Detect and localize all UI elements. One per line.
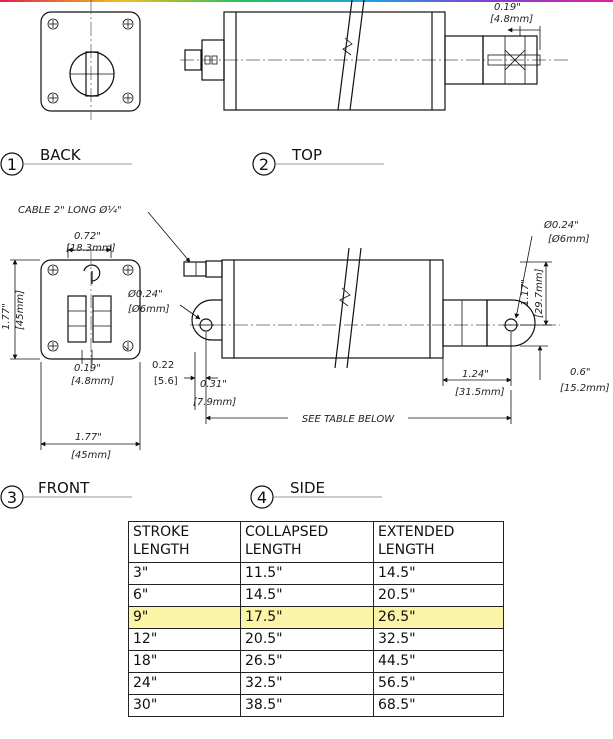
dim-front-h177-in: 1.77" — [1, 303, 12, 330]
dim-side-124-mm: [31.5mm] — [455, 387, 505, 398]
dim-side-hole-left-in: Ø0.24" — [127, 288, 163, 300]
top-view — [180, 0, 570, 111]
cell-extended: 14.5" — [373, 562, 504, 585]
view-number: 1 — [7, 155, 17, 174]
side-view — [179, 235, 560, 424]
cell-collapsed: 14.5" — [240, 584, 374, 607]
cell-stroke: 24" — [128, 672, 241, 695]
dim-front-w177-mm: [45mm] — [71, 450, 111, 461]
dim-front-w177-in: 1.77" — [75, 432, 102, 443]
view-label-front: 3 FRONT — [0, 479, 132, 509]
dim-side-022-mm: [5.6] — [154, 376, 178, 387]
dim-side-031-in: 0.31" — [200, 379, 227, 390]
cell-stroke: 30" — [128, 694, 241, 717]
dim-side-117-in: 1.17" — [520, 279, 531, 306]
view-title: TOP — [291, 146, 322, 164]
cell-extended: 56.5" — [373, 672, 504, 695]
cell-stroke: 18" — [128, 650, 241, 673]
view-label-back: 1 BACK — [0, 146, 132, 176]
cell-stroke: 9" — [128, 606, 241, 629]
cell-extended: 20.5" — [373, 584, 504, 607]
screw-icon — [122, 92, 134, 104]
view-title: FRONT — [38, 479, 90, 497]
cell-extended: 32.5" — [373, 628, 504, 651]
table-row: 6"14.5"20.5" — [128, 584, 504, 607]
view-label-side: 4 SIDE — [250, 479, 382, 509]
screw-icon — [122, 340, 134, 352]
dim-side-117-mm: [29.7mm] — [534, 268, 545, 318]
cell-collapsed: 38.5" — [240, 694, 374, 717]
dim-top-pin-mm: [4.8mm] — [490, 14, 533, 25]
view-title: BACK — [40, 146, 82, 164]
view-number: 4 — [257, 488, 267, 507]
front-view — [10, 244, 141, 450]
screw-icon — [47, 18, 59, 30]
dim-side-hole-right-in: Ø0.24" — [543, 219, 579, 231]
cell-collapsed: 11.5" — [240, 562, 374, 585]
dim-side-124-in: 1.24" — [462, 369, 489, 380]
screw-icon — [47, 264, 59, 276]
cable-callout: CABLE 2" LONG Ø¼" — [18, 204, 122, 216]
dim-front-072-mm: [18.3mm] — [66, 243, 116, 254]
dim-side-hole-left-mm: [Ø6mm] — [128, 303, 170, 315]
table-row-highlighted: 9"17.5"26.5" — [128, 606, 504, 629]
table-row: 30"38.5"68.5" — [128, 694, 504, 717]
cell-extended: 44.5" — [373, 650, 504, 673]
view-title: SIDE — [290, 479, 325, 497]
cell-extended: 68.5" — [373, 694, 504, 717]
dim-front-019-mm: [4.8mm] — [71, 376, 114, 387]
screw-icon — [122, 18, 134, 30]
cell-collapsed: 17.5" — [240, 606, 374, 629]
top-color-strip — [0, 0, 613, 2]
table-row: 12"20.5"32.5" — [128, 628, 504, 651]
dim-side-031-mm: [7.9mm] — [193, 397, 236, 408]
dim-front-h177-mm: [45mm] — [15, 290, 26, 330]
table-row: 24"32.5"56.5" — [128, 672, 504, 695]
screw-icon — [47, 92, 59, 104]
view-label-top: 2 TOP — [252, 146, 384, 176]
table-row: 18"26.5"44.5" — [128, 650, 504, 673]
cell-stroke: 3" — [128, 562, 241, 585]
cell-stroke: 12" — [128, 628, 241, 651]
table-row: 3"11.5"14.5" — [128, 562, 504, 585]
view-number: 3 — [7, 488, 17, 507]
dim-side-hole-right-mm: [Ø6mm] — [548, 233, 590, 245]
back-view — [40, 0, 141, 120]
see-table-note: SEE TABLE BELOW — [302, 414, 395, 425]
dim-front-072-in: 0.72" — [74, 231, 101, 242]
cell-collapsed: 20.5" — [240, 628, 374, 651]
dim-side-06-mm: [15.2mm] — [560, 383, 610, 394]
dim-front-019-in: 0.19" — [74, 363, 101, 374]
cell-extended: 26.5" — [373, 606, 504, 629]
view-number: 2 — [259, 155, 269, 174]
cell-stroke: 6" — [128, 584, 241, 607]
dim-top-pin-in: 0.19" — [494, 2, 521, 13]
screw-icon — [122, 264, 134, 276]
dim-side-06-in: 0.6" — [570, 367, 591, 378]
cell-collapsed: 26.5" — [240, 650, 374, 673]
dim-side-022-in: 0.22 — [152, 360, 174, 371]
screw-icon — [47, 340, 59, 352]
cell-collapsed: 32.5" — [240, 672, 374, 695]
